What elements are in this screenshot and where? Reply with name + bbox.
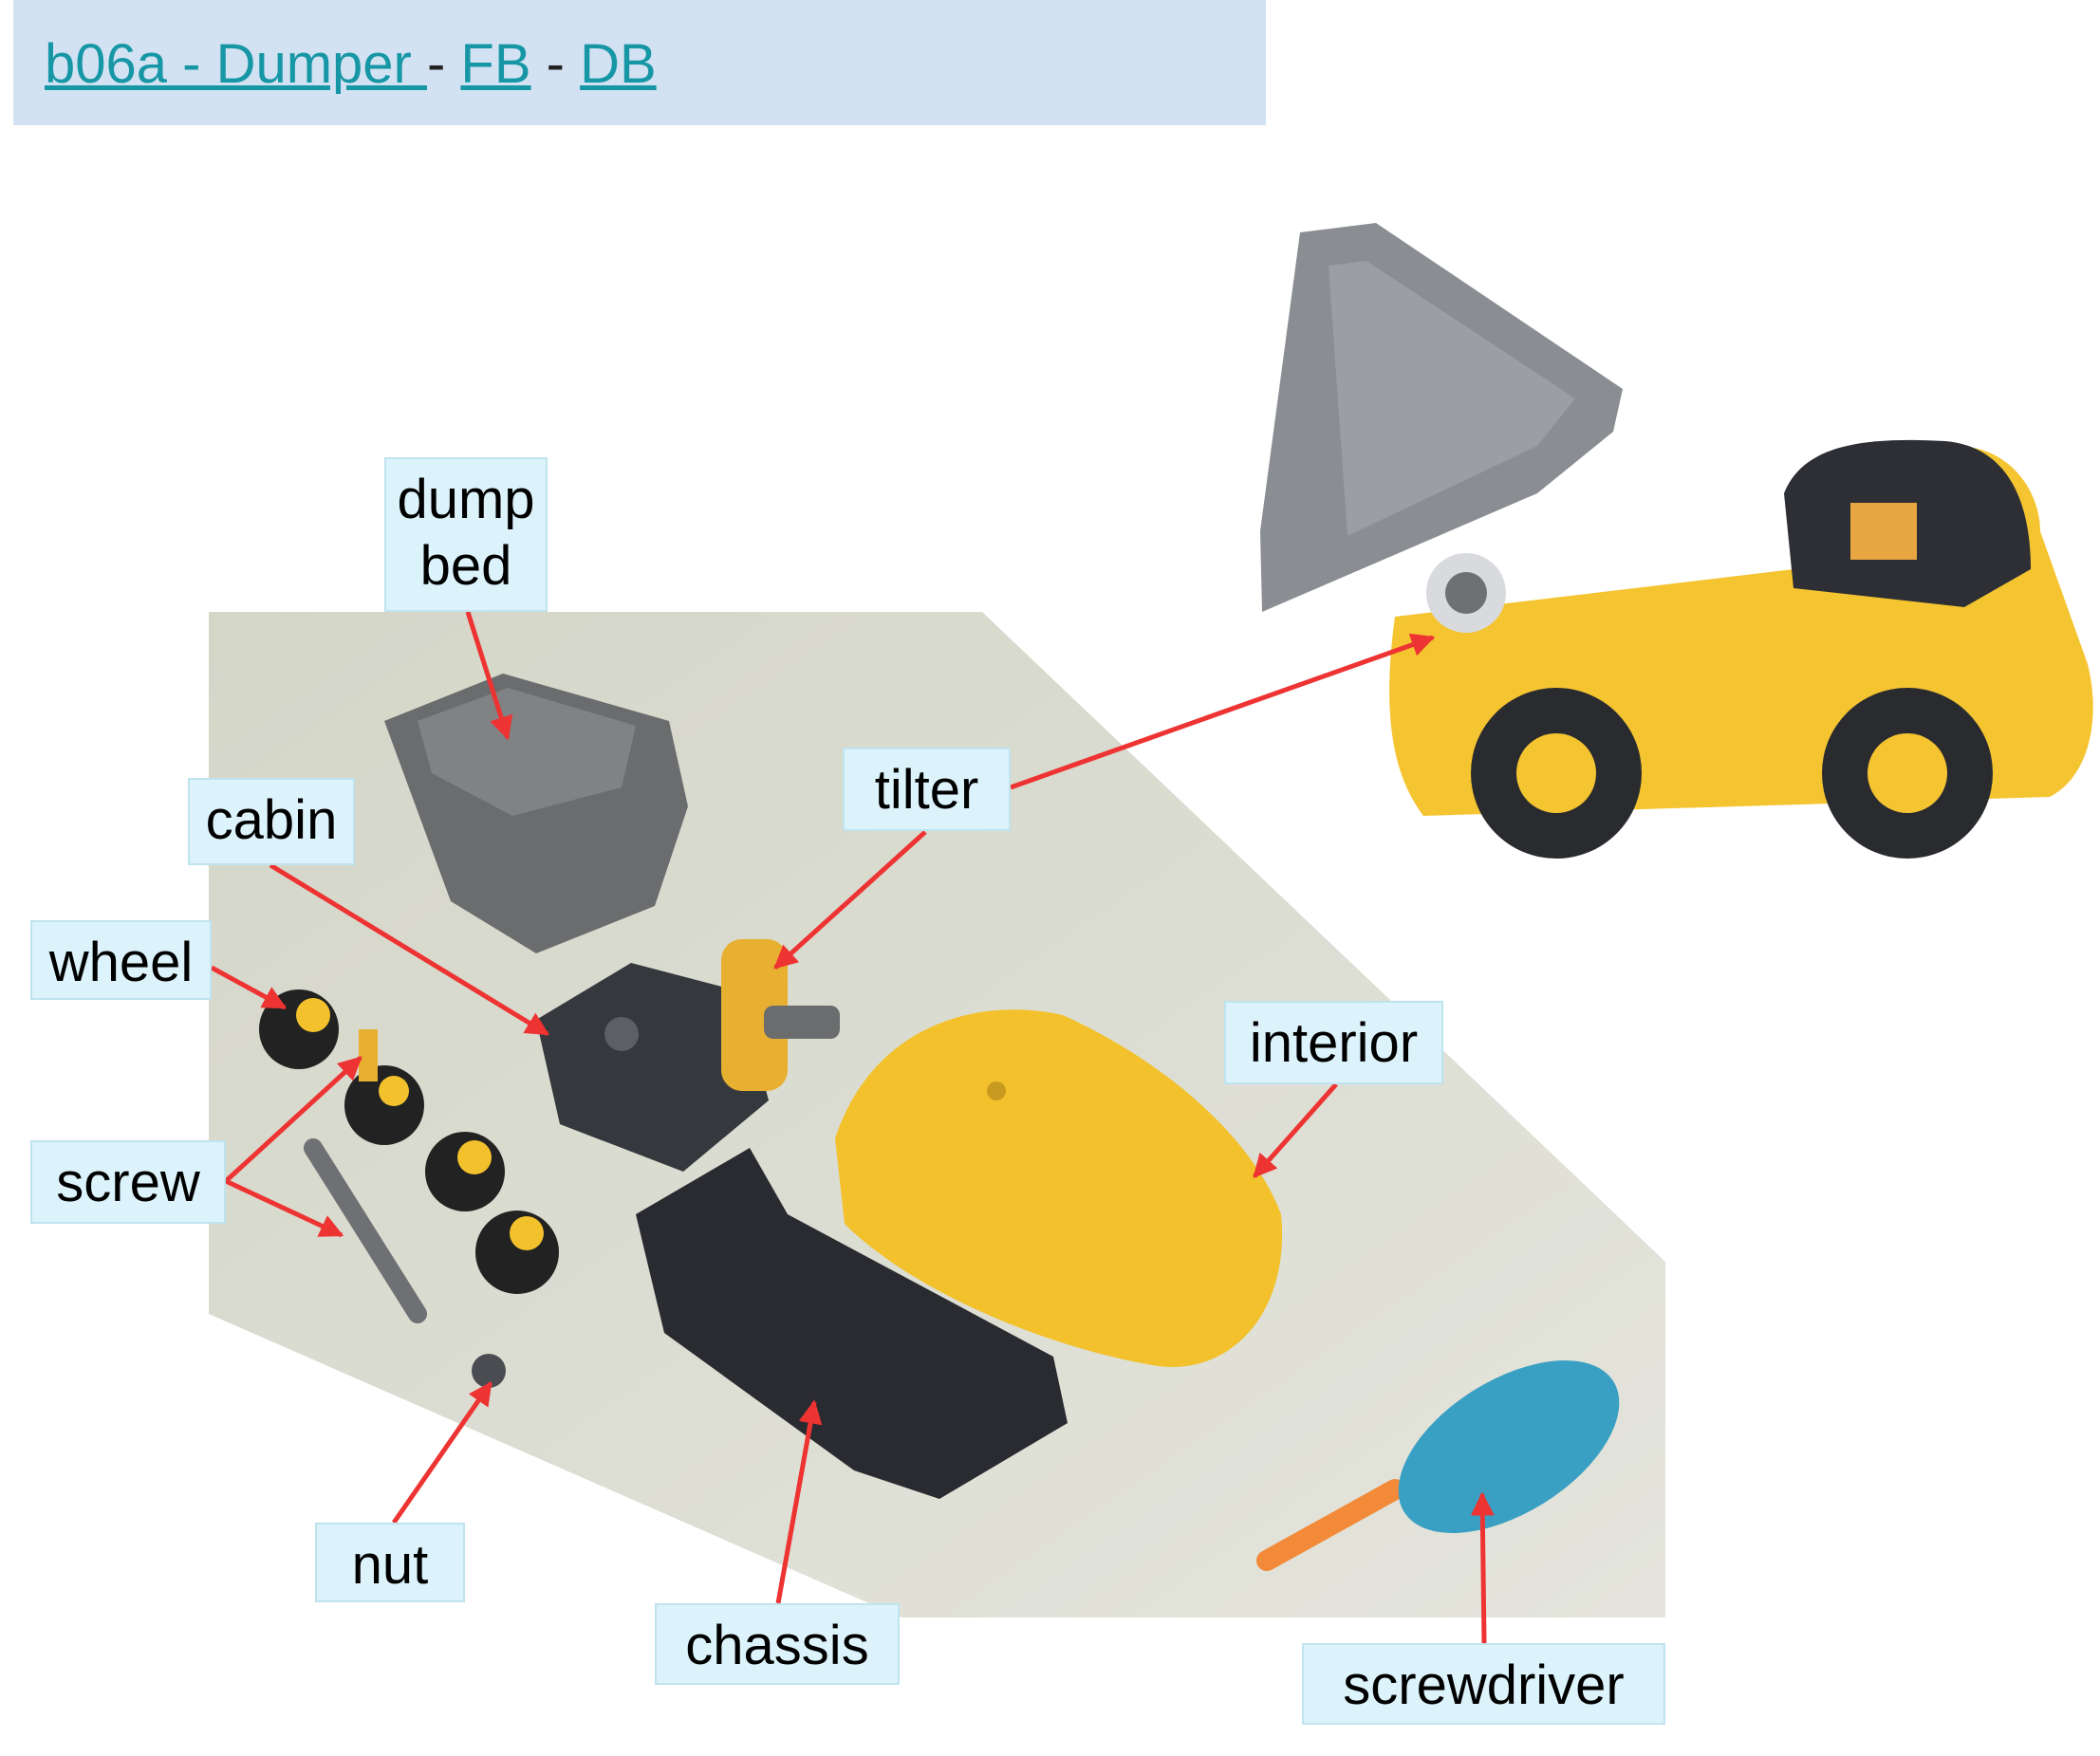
arrow-tilter-truck: [1010, 633, 1436, 790]
label-screw: screw: [30, 1140, 226, 1224]
wheel-parts: [259, 989, 559, 1294]
label-dump-bed: dump bed: [384, 457, 548, 612]
interior-part: [835, 1009, 1283, 1367]
arrow-screw-upper: [224, 1056, 362, 1183]
arrow-interior: [1253, 1082, 1338, 1178]
label-chassis: chassis: [655, 1603, 900, 1685]
screw-part: [304, 1029, 427, 1323]
arrow-nut: [391, 1380, 493, 1525]
label-tilter: tilter: [843, 748, 1011, 831]
arrow-dump-bed: [465, 611, 513, 741]
arrow-tilter-part: [773, 830, 927, 970]
header-links: b06a - Dumper - FB - DB: [45, 32, 657, 96]
header-bar: b06a - Dumper - FB - DB: [13, 0, 1266, 125]
dump-bed-part: [384, 674, 688, 953]
fb-link[interactable]: FB: [460, 33, 531, 95]
arrows: [210, 611, 1495, 1644]
label-cabin: cabin: [188, 778, 355, 865]
separator: -: [530, 33, 581, 95]
title-link[interactable]: b06a - Dumper: [45, 33, 427, 95]
arrow-screwdriver: [1470, 1491, 1495, 1644]
screwdriver-part: [1256, 1360, 1620, 1571]
db-link[interactable]: DB: [580, 33, 657, 95]
arrow-wheel: [210, 965, 288, 1010]
chassis-part: [636, 1148, 1068, 1499]
assembled-truck-image: [1260, 223, 2093, 859]
arrow-cabin: [269, 862, 550, 1037]
arrow-screw-lower: [224, 1178, 344, 1238]
arrow-chassis: [775, 1399, 823, 1604]
separator: -: [426, 33, 461, 95]
tilter-part: [721, 939, 840, 1091]
label-wheel: wheel: [30, 920, 212, 1000]
cabin-part: [536, 963, 769, 1172]
label-nut: nut: [315, 1523, 465, 1602]
label-interior: interior: [1224, 1001, 1443, 1084]
nut-part: [472, 1354, 506, 1388]
label-screwdriver: screwdriver: [1302, 1643, 1665, 1725]
